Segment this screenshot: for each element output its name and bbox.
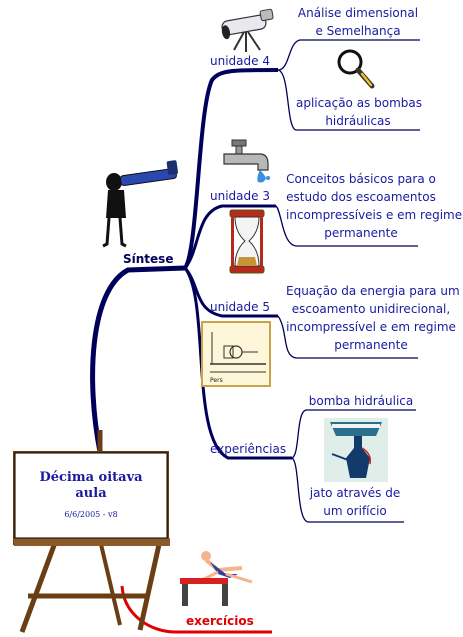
telescope-icon	[221, 8, 274, 52]
topic-u5-line4: permanente	[334, 338, 408, 352]
label-exercicios: exercícios	[186, 614, 254, 628]
easel-icon	[13, 430, 170, 633]
subbranch-u4-bottom	[277, 69, 420, 131]
topic-u5: Equação da energia para um escoamento un…	[286, 282, 460, 354]
topic-exp-jet-line2: um orifício	[323, 504, 387, 518]
topic-u4-pumps-line1: aplicação as bombas	[296, 96, 422, 110]
central-title-line1: Décima oitava	[39, 470, 143, 485]
label-sintese: Síntese	[123, 252, 174, 266]
topic-exp-pump: bomba hidráulica	[308, 394, 414, 408]
faucet-icon	[223, 139, 270, 183]
lab-apparatus-icon	[324, 418, 388, 482]
hourglass-icon	[229, 209, 265, 274]
topic-u3-line3: incompressíveis e em regime	[286, 208, 463, 222]
topic-u4-line1: Análise dimensional	[297, 6, 419, 20]
branch-unidade4	[183, 68, 279, 270]
topic-exp-jet-line1: jato através de	[309, 486, 401, 500]
stem-to-synthesis	[90, 265, 186, 453]
easel-canvas	[14, 452, 168, 539]
magnifier-icon	[337, 49, 375, 89]
person-telescope-icon	[102, 160, 179, 248]
label-unidade4: unidade 4	[210, 54, 270, 68]
subbranch-u5	[277, 315, 418, 359]
topic-u3: Conceitos básicos para o estudo dos esco…	[286, 170, 463, 242]
topic-u5-line3: incompressível e em regime	[286, 320, 456, 334]
subbranch-u4-top	[277, 39, 420, 71]
topic-u4-pumps-line2: hidráulicas	[325, 114, 391, 128]
hurdler-icon	[180, 551, 253, 606]
topic-exp-jet: jato através de um orifício	[300, 484, 410, 520]
branch-unidade3	[183, 204, 276, 269]
label-unidade5: unidade 5	[210, 300, 270, 314]
topic-u4-line2: e Semelhança	[315, 24, 401, 38]
central-title: Décima oitava aula	[15, 470, 167, 502]
central-date: 6/6/2005 - v8	[64, 510, 118, 519]
topic-u3-line1: Conceitos básicos para o	[286, 172, 436, 186]
topic-u5-line1: Equação da energia para um	[286, 284, 460, 298]
diagram-caption: Pers	[210, 377, 223, 384]
central-title-line2: aula	[75, 486, 107, 501]
pump-diagram-icon: Pers	[201, 321, 271, 387]
topic-u5-line2: escoamento unidirecional,	[291, 302, 451, 316]
subbranch-u3	[275, 205, 418, 247]
topic-u3-line4: permanente	[324, 226, 398, 240]
topic-u3-line2: estudo dos escoamentos	[286, 190, 436, 204]
topic-u4-pumps: aplicação as bombas hidráulicas	[296, 94, 422, 130]
label-experiencias: experiências	[210, 442, 287, 456]
subbranch-exp-bottom	[291, 457, 404, 523]
topic-u4-dimensional: Análise dimensional e Semelhança	[296, 4, 420, 40]
subbranch-exp-top	[291, 409, 416, 459]
label-unidade3: unidade 3	[210, 189, 270, 203]
